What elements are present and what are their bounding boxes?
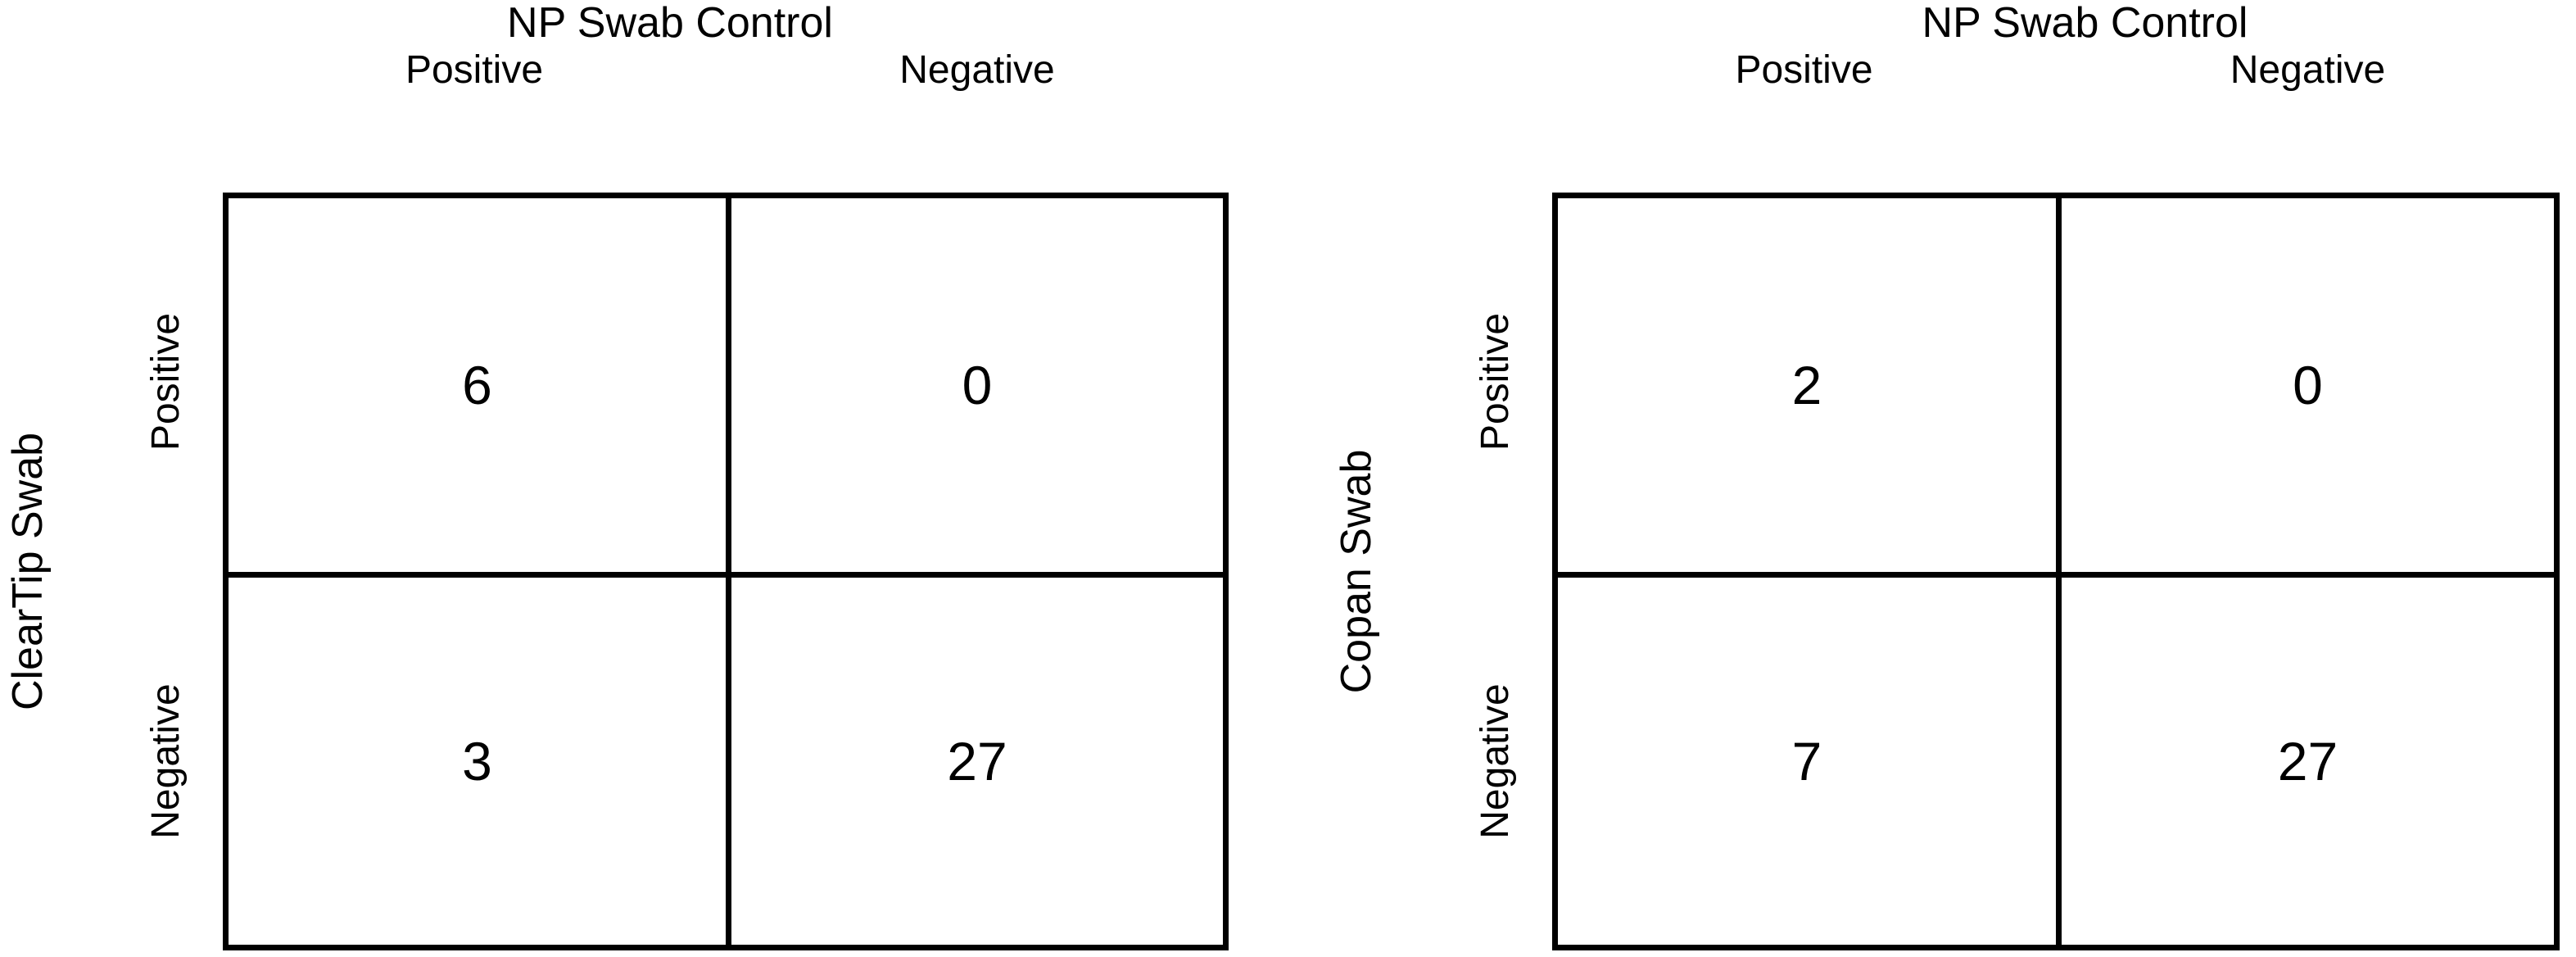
column-header-negative-copan: Negative	[2230, 48, 2386, 92]
column-header-row-cleartip: Positive Negative	[223, 51, 1229, 98]
cell-copan-negative-positive: 7	[1558, 571, 2056, 945]
panel-cleartip-swab: NP Swab Control Positive Negative ClearT…	[4, 0, 1229, 950]
confusion-matrix-cleartip: 6 0 3 27	[223, 193, 1229, 950]
row-header-cell-negative-cleartip: Negative	[138, 572, 195, 951]
row-header-cell-positive-copan: Positive	[1467, 193, 1524, 572]
y-axis-label-cleartip-swab: ClearTip Swab	[4, 432, 52, 711]
cell-copan-negative-negative: 27	[2056, 571, 2554, 945]
row-header-column-cleartip: Positive Negative	[138, 193, 195, 950]
column-header-positive-copan: Positive	[1735, 48, 1873, 92]
row-header-negative-cleartip: Negative	[144, 683, 188, 839]
cell-cleartip-positive-positive: 6	[229, 198, 726, 572]
y-axis-label-copan-swab: Copan Swab	[1333, 449, 1380, 694]
column-header-row-copan: Positive Negative	[1552, 51, 2560, 98]
cell-cleartip-negative-negative: 27	[726, 571, 1223, 945]
panel-title-cleartip: NP Swab Control	[507, 0, 833, 47]
row-header-positive-copan: Positive	[1474, 313, 1517, 451]
cell-copan-positive-negative: 0	[2056, 198, 2554, 572]
row-header-cell-negative-copan: Negative	[1467, 572, 1524, 951]
cell-copan-positive-positive: 2	[1558, 198, 2056, 572]
cell-cleartip-negative-positive: 3	[229, 571, 726, 945]
row-header-column-copan: Positive Negative	[1467, 193, 1524, 950]
confusion-matrix-copan: 2 0 7 27	[1552, 193, 2560, 950]
cell-cleartip-positive-negative: 0	[726, 198, 1223, 572]
row-header-cell-positive-cleartip: Positive	[138, 193, 195, 572]
column-header-negative-cleartip: Negative	[899, 48, 1055, 92]
panel-title-copan: NP Swab Control	[1922, 0, 2248, 47]
row-header-negative-copan: Negative	[1474, 683, 1517, 839]
column-header-positive-cleartip: Positive	[405, 48, 544, 92]
panel-copan-swab: NP Swab Control Positive Negative Copan …	[1288, 0, 2576, 957]
row-header-positive-cleartip: Positive	[144, 313, 188, 451]
